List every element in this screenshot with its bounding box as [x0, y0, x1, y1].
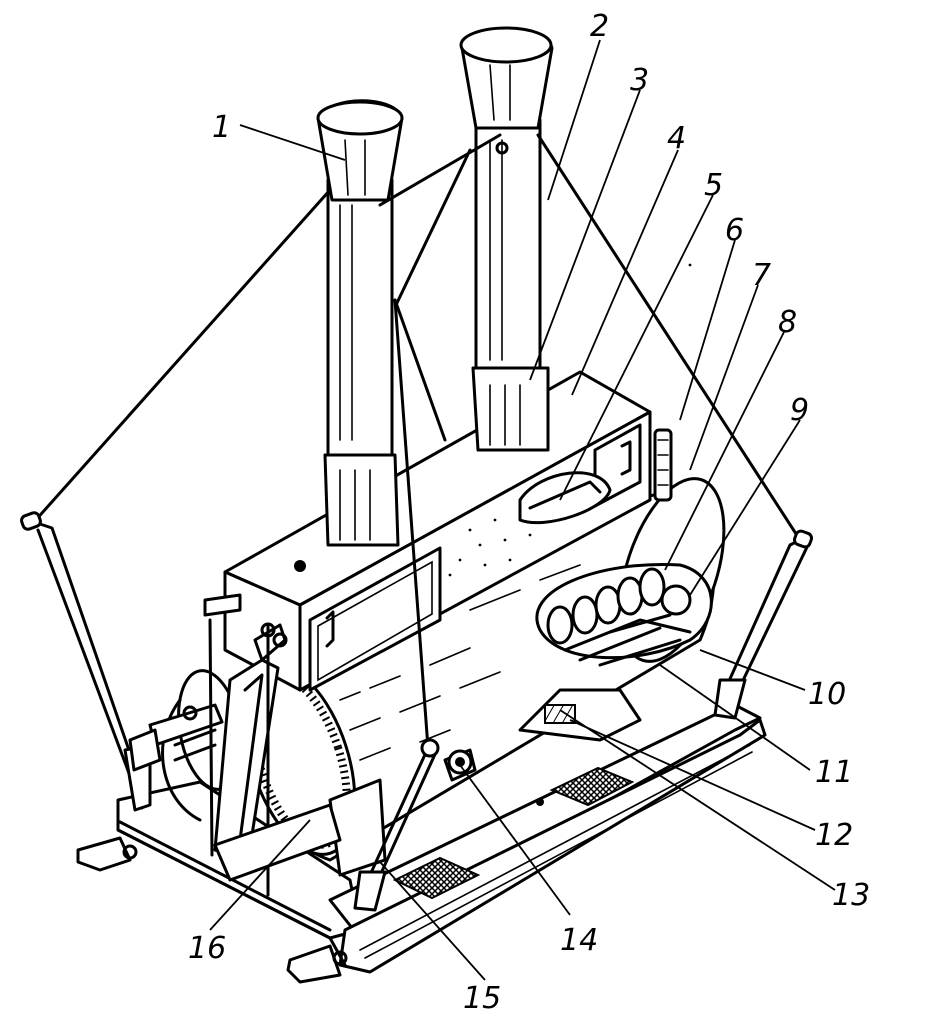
callout-5: 5	[704, 168, 723, 203]
callout-7: 7	[752, 258, 771, 293]
fittings	[443, 428, 673, 782]
vent-grate-right	[549, 766, 635, 807]
callout-12: 12	[815, 818, 853, 853]
callout-6: 6	[725, 213, 744, 248]
base-frame	[76, 703, 767, 984]
callout-labels: 1 2 3 4 5 6 7 8 9 10 11 12 13 14 15 16	[188, 9, 870, 1016]
exhaust-stack-right	[459, 26, 554, 452]
drive-assembly	[128, 618, 342, 897]
control-housing	[203, 263, 692, 692]
callout-15: 15	[463, 981, 501, 1016]
rotor-windings	[546, 567, 692, 645]
callout-4: 4	[667, 121, 686, 156]
callout-14: 14	[560, 923, 598, 958]
generator-drum	[243, 477, 726, 877]
callout-16: 16	[188, 931, 226, 966]
vent-grate-left	[392, 856, 481, 900]
callout-9: 9	[790, 393, 809, 428]
callout-leaders	[209, 39, 836, 981]
callout-2: 2	[590, 9, 609, 44]
callout-1: 1	[212, 110, 231, 145]
exhaust-stack-left	[316, 99, 404, 547]
callout-10: 10	[808, 677, 846, 712]
callout-3: 3	[630, 63, 649, 98]
callout-11: 11	[815, 755, 853, 790]
callout-13: 13	[832, 878, 870, 913]
callout-8: 8	[778, 305, 797, 340]
